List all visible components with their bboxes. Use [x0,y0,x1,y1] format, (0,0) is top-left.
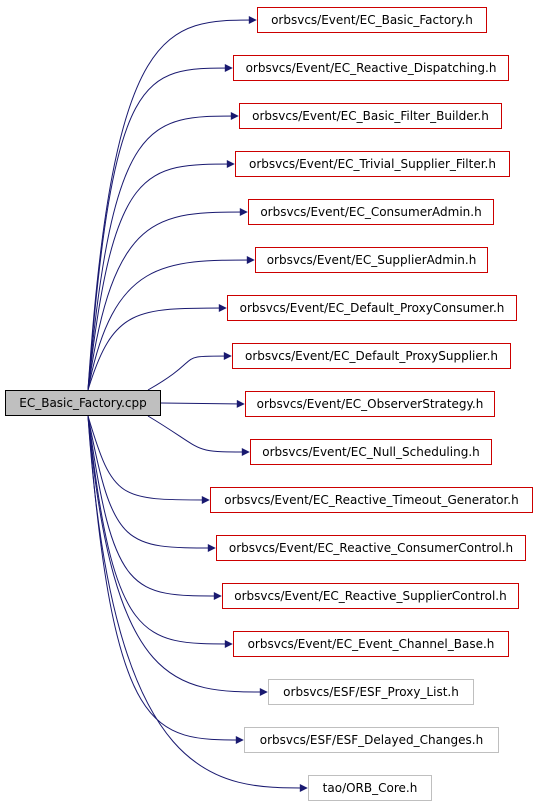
include-label: orbsvcs/Event/EC_Reactive_Timeout_Genera… [224,493,519,507]
include-label: orbsvcs/ESF/ESF_Proxy_List.h [283,685,459,699]
include-node[interactable]: orbsvcs/Event/EC_Trivial_Supplier_Filter… [235,151,510,177]
include-edge [87,256,255,391]
include-edge [87,160,235,391]
include-edge [87,208,248,391]
include-label: orbsvcs/Event/EC_Reactive_Dispatching.h [245,61,497,75]
include-node[interactable]: orbsvcs/Event/EC_Reactive_Timeout_Genera… [210,487,533,513]
include-label: orbsvcs/Event/EC_SupplierAdmin.h [266,253,477,267]
include-edge [87,415,216,552]
include-edge [147,352,232,391]
include-node[interactable]: orbsvcs/Event/EC_Event_Channel_Base.h [233,631,509,657]
include-edge [87,415,233,648]
include-node[interactable]: tao/ORB_Core.h [308,775,432,801]
include-edge [87,415,210,504]
source-file-label: EC_Basic_Factory.cpp [19,396,147,410]
include-edge [147,415,250,456]
include-label: orbsvcs/Event/EC_Reactive_ConsumerContro… [228,541,514,555]
include-node[interactable]: orbsvcs/Event/EC_Basic_Filter_Builder.h [239,103,502,129]
include-label: orbsvcs/ESF/ESF_Delayed_Changes.h [259,733,484,747]
include-label: orbsvcs/Event/EC_Reactive_SupplierContro… [234,589,507,603]
include-edge [87,415,268,696]
include-node[interactable]: orbsvcs/Event/EC_SupplierAdmin.h [255,247,488,273]
include-edge [87,415,222,600]
include-label: orbsvcs/Event/EC_ConsumerAdmin.h [260,205,482,219]
include-node[interactable]: orbsvcs/Event/EC_Reactive_ConsumerContro… [216,535,526,561]
include-edge [87,112,239,391]
include-edge [87,415,244,744]
include-label: orbsvcs/Event/EC_Null_Scheduling.h [262,445,480,459]
include-edge [87,415,308,792]
include-node[interactable]: orbsvcs/Event/EC_Default_ProxyConsumer.h [227,295,517,321]
include-node[interactable]: orbsvcs/Event/EC_Reactive_Dispatching.h [233,55,509,81]
include-node[interactable]: orbsvcs/Event/EC_Basic_Factory.h [257,7,487,33]
include-node[interactable]: orbsvcs/ESF/ESF_Proxy_List.h [268,679,474,705]
include-label: orbsvcs/Event/EC_Trivial_Supplier_Filter… [249,157,496,171]
include-node[interactable]: orbsvcs/ESF/ESF_Delayed_Changes.h [244,727,499,753]
include-label: orbsvcs/Event/EC_Default_ProxyConsumer.h [239,301,505,315]
include-label: orbsvcs/Event/EC_Basic_Factory.h [271,13,473,27]
include-label: orbsvcs/Event/EC_Default_ProxySupplier.h [245,349,498,363]
include-label: tao/ORB_Core.h [322,781,418,795]
include-label: orbsvcs/Event/EC_Basic_Filter_Builder.h [252,109,489,123]
include-label: orbsvcs/Event/EC_Event_Channel_Base.h [247,637,495,651]
include-edge [87,16,257,391]
include-node[interactable]: orbsvcs/Event/EC_Reactive_SupplierContro… [222,583,519,609]
source-file-node[interactable]: EC_Basic_Factory.cpp [5,390,161,416]
include-node[interactable]: orbsvcs/Event/EC_ObserverStrategy.h [245,391,495,417]
include-edge [160,399,245,408]
include-node[interactable]: orbsvcs/Event/EC_ConsumerAdmin.h [248,199,494,225]
include-label: orbsvcs/Event/EC_ObserverStrategy.h [256,397,484,411]
include-edge [87,64,233,391]
include-node[interactable]: orbsvcs/Event/EC_Default_ProxySupplier.h [232,343,511,369]
include-edge [87,304,227,391]
include-node[interactable]: orbsvcs/Event/EC_Null_Scheduling.h [250,439,492,465]
